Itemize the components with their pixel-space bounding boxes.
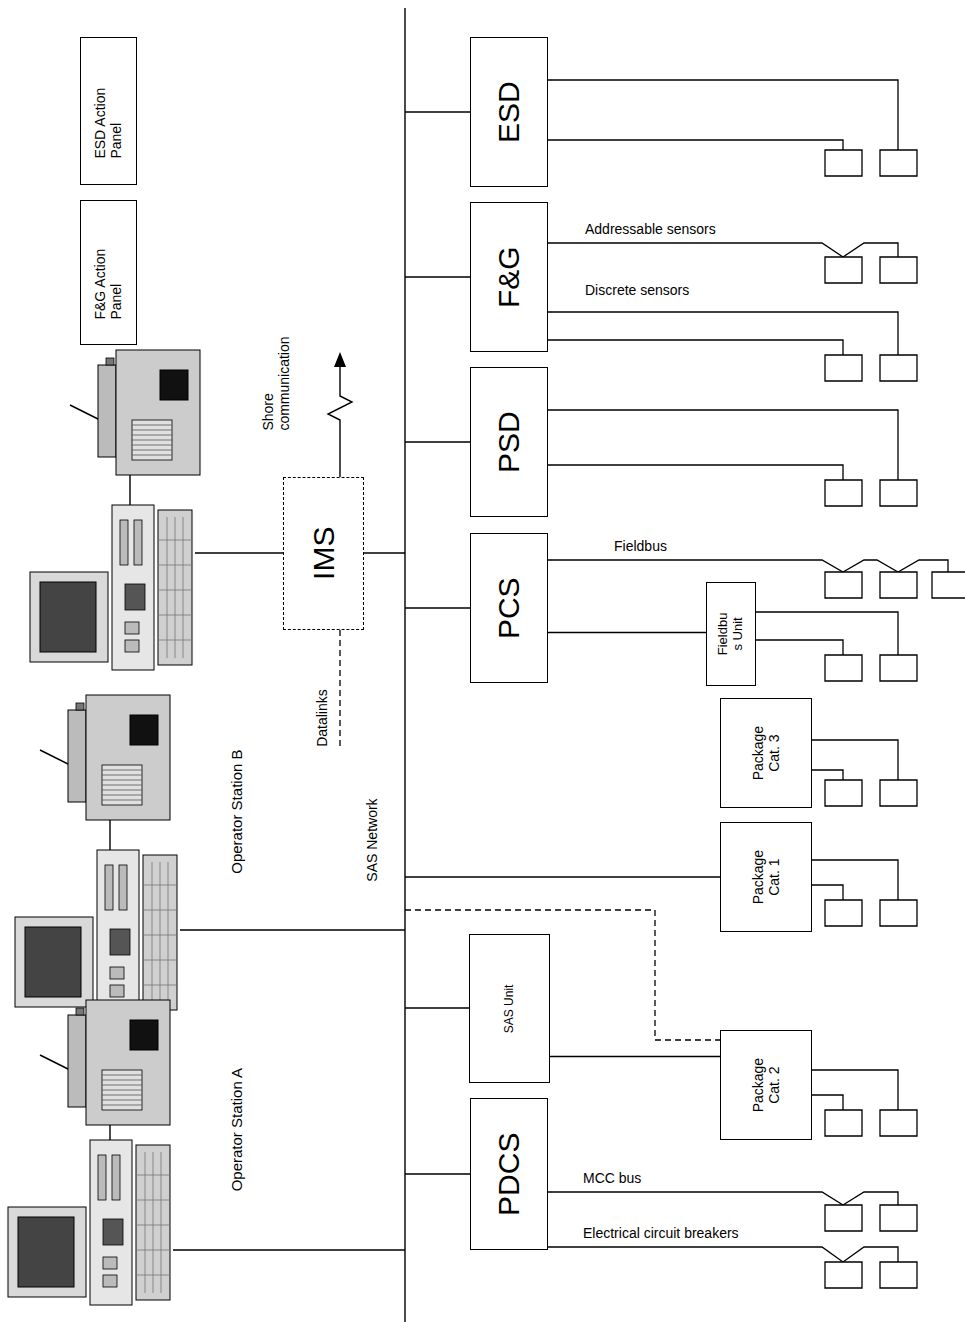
bus-label: Addressable sensors xyxy=(585,221,716,237)
station-label: Operator Station A xyxy=(228,1045,245,1215)
controller-box: PCS xyxy=(470,533,548,683)
box-label: Package Cat. 1 xyxy=(750,842,782,912)
bus-label-holder: Electrical circuit breakers xyxy=(583,1225,739,1241)
sas-unit-box: SAS Unit xyxy=(469,934,550,1083)
box-label: PSD xyxy=(492,372,527,512)
box-label: F&G xyxy=(492,207,527,347)
field-device xyxy=(825,150,965,1288)
action-panel: F&G Action Panel xyxy=(80,200,137,345)
shore-link-arrow xyxy=(328,365,352,477)
fieldbus-unit-box: Fieldbu s Unit xyxy=(706,582,756,686)
package-box: Package Cat. 2 xyxy=(720,1030,812,1140)
controller-box: F&G xyxy=(470,202,548,352)
connector-line xyxy=(548,632,706,633)
bus-label: Electrical circuit breakers xyxy=(583,1225,739,1241)
box-label: Package Cat. 2 xyxy=(750,1050,782,1120)
package-box: Package Cat. 1 xyxy=(720,822,812,932)
printer-icon xyxy=(70,350,200,475)
station-label: Operator Station B xyxy=(228,727,245,897)
bus-label: MCC bus xyxy=(583,1170,641,1186)
box-label: PCS xyxy=(492,538,527,678)
box-label: PDCS xyxy=(492,1104,527,1244)
ims-box: IMS xyxy=(283,477,364,630)
box-label: Package Cat. 3 xyxy=(750,718,782,788)
package-box: Package Cat. 3 xyxy=(720,698,812,808)
controller-box: PDCS xyxy=(470,1098,548,1250)
workstation-icon xyxy=(8,1140,170,1305)
bus-label-holder: MCC bus xyxy=(583,1170,641,1186)
connector-line xyxy=(550,1056,720,1057)
arrowhead xyxy=(334,352,346,367)
bus-label-holder: Addressable sensors xyxy=(585,221,716,237)
link-label: Shore communication xyxy=(260,326,292,431)
bus-label: Discrete sensors xyxy=(585,282,689,298)
controller-box: PSD xyxy=(470,367,548,517)
network-wire xyxy=(110,8,720,1322)
workstation-icon xyxy=(30,505,192,670)
bus-label-holder: Fieldbus xyxy=(614,538,667,554)
bus-label-holder: Discrete sensors xyxy=(585,282,689,298)
printer-icon xyxy=(40,695,170,820)
box-label: F&G Action Panel xyxy=(92,225,124,320)
box-label: SAS Unit xyxy=(503,943,517,1073)
action-panel: ESD Action Panel xyxy=(80,37,137,185)
link-label: Datalinks xyxy=(314,678,330,758)
bus-label: Fieldbus xyxy=(614,538,667,554)
workstation-icon xyxy=(15,850,177,1015)
box-label: ESD xyxy=(492,42,527,182)
printer-icon xyxy=(40,1000,170,1125)
controller-box: ESD xyxy=(470,37,548,187)
box-label: ESD Action Panel xyxy=(92,64,124,159)
network-label: SAS Network xyxy=(364,785,380,895)
box-label: Fieldbu s Unit xyxy=(716,610,746,658)
box-label: IMS xyxy=(306,484,341,624)
